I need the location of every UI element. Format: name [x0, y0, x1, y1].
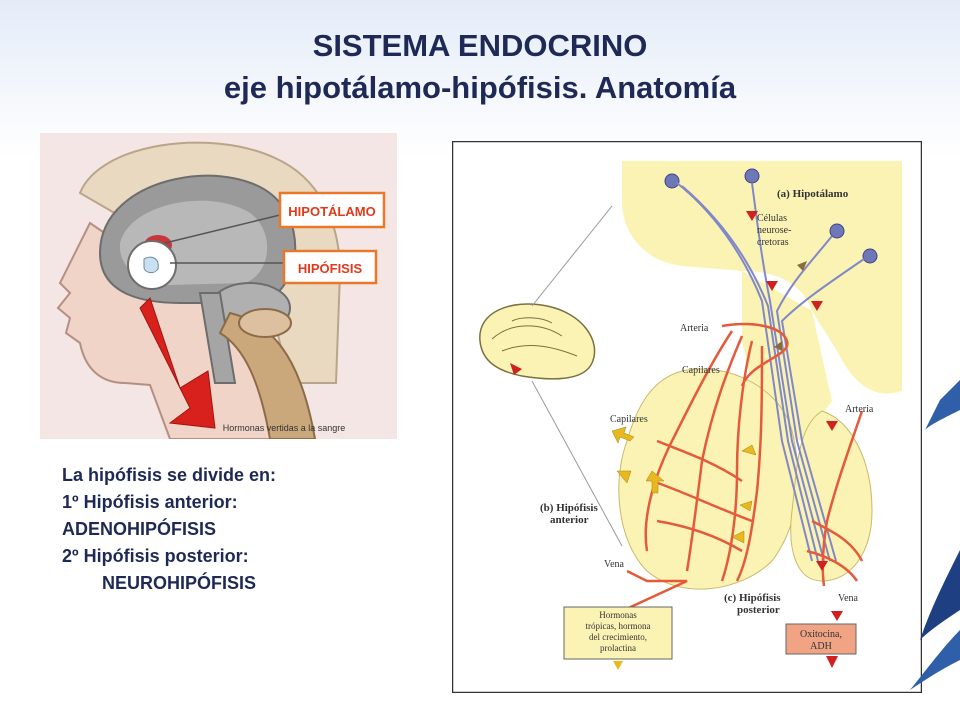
- label-capillaries-2: Capilares: [610, 414, 648, 425]
- posterior-hormones-box: [785, 623, 857, 655]
- pituitary-diagram: (a) Hipotálamo Células neurose- cretoras…: [452, 141, 922, 693]
- hypothalamus-label: HIPOTÁLAMO: [288, 204, 375, 219]
- label-cells-1: Células: [757, 213, 787, 224]
- head-caption: Hormonas vertidas a la sangre: [223, 423, 346, 433]
- anterior-hormones-1: Hormonas: [599, 610, 637, 620]
- label-artery-1: Arteria: [680, 323, 709, 334]
- pituitary-label: HIPÓFISIS: [298, 261, 363, 276]
- anterior-hormones-2: trópicas, hormona: [586, 621, 651, 631]
- label-hypothalamus: (a) Hipotálamo: [777, 188, 849, 200]
- label-capillaries-1: Capilares: [682, 365, 720, 376]
- posterior-hormones-1: Oxitocina,: [800, 629, 842, 640]
- slide-title: SISTEMA ENDOCRINO: [312, 28, 648, 63]
- label-vein-2: Vena: [838, 593, 859, 604]
- label-cells-2: neurose-: [757, 225, 791, 236]
- label-artery-2: Arteria: [845, 404, 874, 415]
- label-anterior-2: anterior: [550, 514, 589, 526]
- anterior-hormones-4: prolactina: [600, 643, 636, 653]
- adenohypophysis-term: ADENOHIPÓFISIS: [62, 519, 217, 539]
- anterior-heading: 1º Hipófisis anterior:: [62, 492, 238, 512]
- decorative-swoosh: [910, 380, 960, 690]
- posterior-heading: 2º Hipófisis posterior:: [62, 546, 249, 566]
- anterior-hormones-box: [563, 606, 673, 660]
- label-posterior-2: posterior: [737, 604, 780, 616]
- label-cells-3: cretoras: [757, 237, 789, 248]
- neurohypophysis-term: NEUROHIPÓFISIS: [102, 573, 257, 593]
- division-text: La hipófisis se divide en: 1º Hipófisis …: [62, 462, 276, 597]
- anterior-hormones-3: del crecimiento,: [589, 632, 647, 642]
- slide-subtitle: eje hipotálamo-hipófisis. Anatomía: [223, 70, 737, 105]
- label-posterior-1: (c) Hipófisis: [724, 592, 781, 604]
- label-vein-1: Vena: [604, 559, 625, 570]
- label-anterior-1: (b) Hipófisis: [540, 502, 598, 514]
- posterior-hormones-2: ADH: [810, 641, 832, 652]
- head-illustration: HIPOTÁLAMO HIPÓFISIS Hormonas vertidas a…: [40, 133, 397, 439]
- division-intro: La hipófisis se divide en:: [62, 465, 277, 485]
